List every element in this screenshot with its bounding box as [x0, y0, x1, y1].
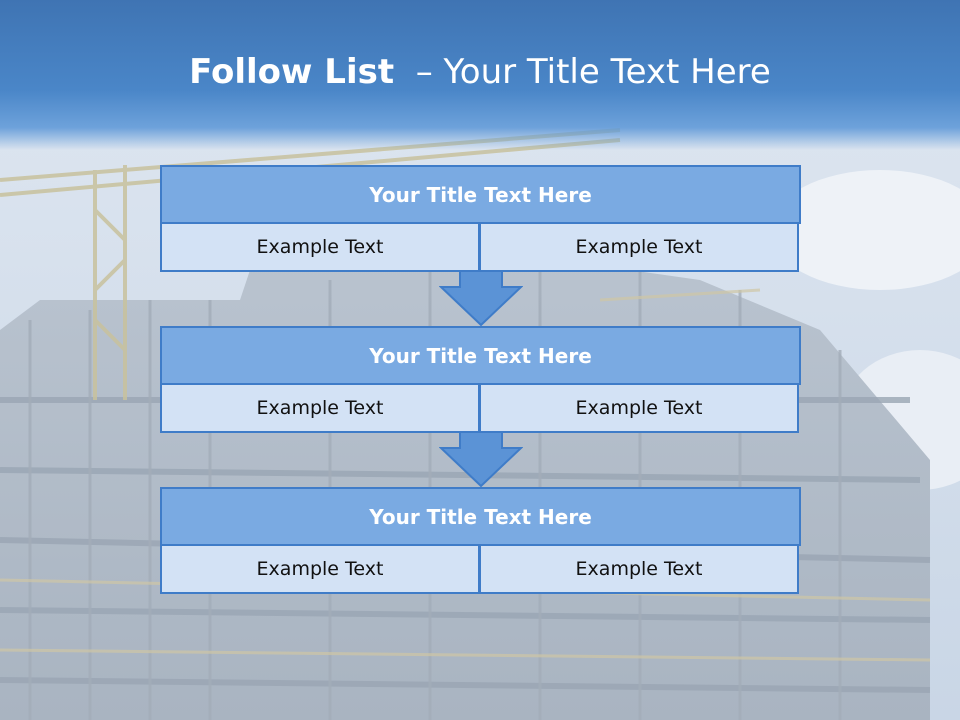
step-cell-left: Example Text: [160, 222, 480, 272]
step-cell-left: Example Text: [160, 544, 480, 594]
step-title: Your Title Text Here: [160, 326, 801, 385]
header-band: [0, 0, 960, 150]
step-cell-right: Example Text: [479, 383, 799, 433]
step-cell-right: Example Text: [479, 222, 799, 272]
step-cell-left: Example Text: [160, 383, 480, 433]
slide-title-bold: Follow List: [189, 52, 395, 92]
down-arrow-icon: [439, 268, 523, 327]
step-title: Your Title Text Here: [160, 165, 801, 224]
step-title: Your Title Text Here: [160, 487, 801, 546]
down-arrow-icon: [439, 429, 523, 488]
slide-title-rest: – Your Title Text Here: [415, 52, 771, 92]
step-cell-right: Example Text: [479, 544, 799, 594]
slide-title: Follow List – Your Title Text Here: [0, 52, 960, 92]
